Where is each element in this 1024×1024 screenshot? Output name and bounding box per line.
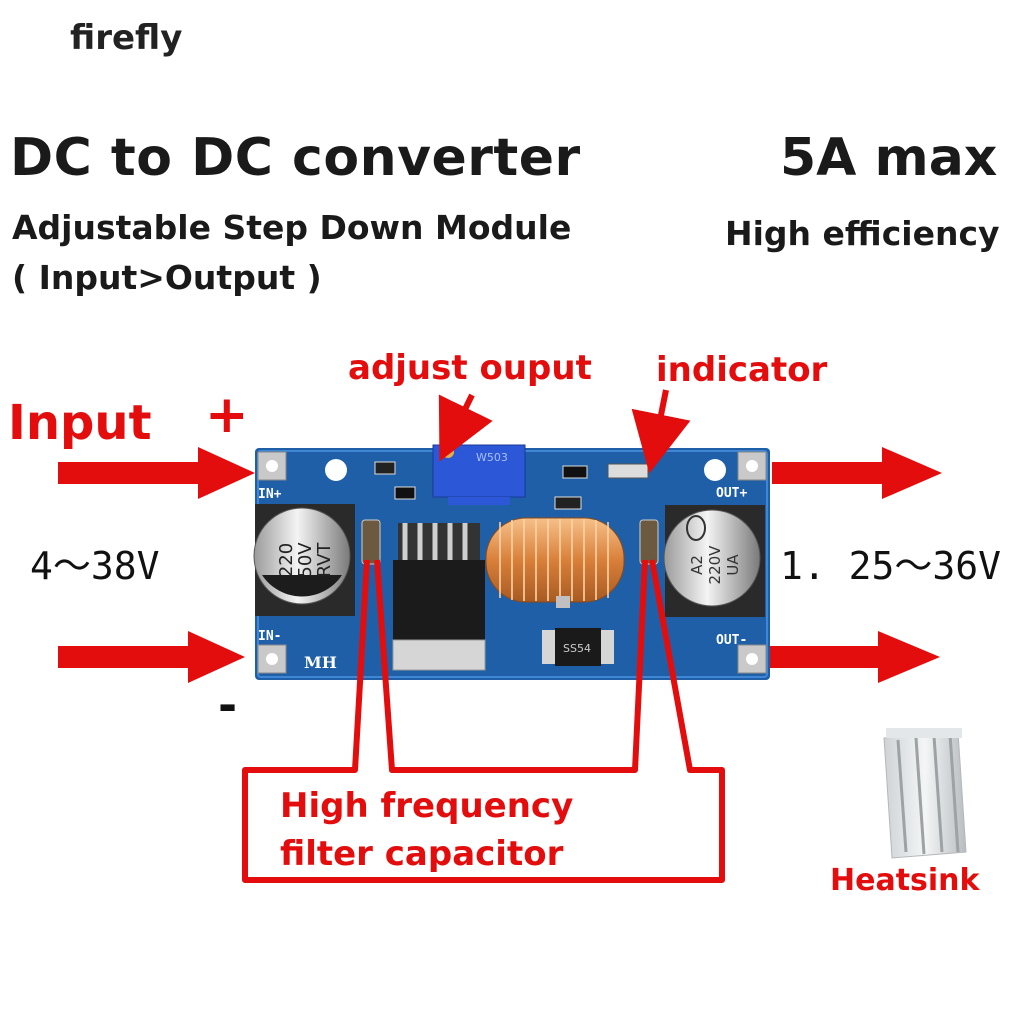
adjust-output-label: adjust ouput	[348, 348, 592, 388]
plus-sign: +	[205, 385, 249, 445]
cap-right-series: UA	[724, 554, 742, 576]
indicator-label: indicator	[656, 350, 828, 390]
cap-right-code: A2	[688, 555, 706, 575]
subtitle-module: Adjustable Step Down Module	[12, 208, 572, 247]
pot-code: W503	[476, 451, 508, 464]
input-voltage-range: 4～38V	[30, 544, 160, 588]
filter-cap-right	[639, 519, 659, 565]
minus-sign: -	[218, 678, 238, 732]
in-minus-label: IN-	[258, 629, 281, 644]
input-plus-arrow	[58, 447, 255, 499]
adjust-potentiometer: W503	[432, 444, 526, 505]
output-minus-arrow	[768, 631, 940, 683]
filter-cap-label-line1: High frequency	[280, 786, 574, 826]
cap-left-series: RVT	[314, 542, 335, 578]
cap-left-value: 220	[276, 543, 297, 577]
filter-cap-left	[361, 519, 381, 565]
brand-logo: firefly	[70, 18, 183, 58]
input-capacitor: 220 50V RVT	[253, 504, 355, 616]
schottky-diode: SS54	[542, 628, 614, 666]
cap-left-voltage: 50V	[295, 542, 316, 578]
diode-code: SS54	[563, 642, 591, 655]
filter-cap-label-line2: filter capacitor	[280, 834, 564, 874]
indicator-pointer-arrow	[631, 389, 691, 474]
out-plus-label: OUT+	[716, 486, 747, 501]
indicator-led	[607, 463, 649, 479]
output-plus-arrow	[772, 447, 942, 499]
toroidal-inductor	[485, 517, 625, 608]
maker-mark: MH	[304, 653, 337, 672]
efficiency-label: High efficiency	[725, 214, 1000, 253]
input-minus-arrow	[58, 631, 245, 683]
regulator-ic	[392, 523, 486, 671]
output-capacitor: A2 220V UA	[663, 505, 765, 617]
heatsink-image	[883, 728, 967, 859]
cap-right-voltage: 220V	[706, 545, 724, 585]
subtitle-io: ( Input>Output )	[12, 258, 322, 297]
max-current: 5A max	[780, 128, 998, 188]
adjust-pointer-arrow	[438, 393, 493, 462]
page-title: DC to DC converter	[10, 128, 581, 188]
in-plus-label: IN+	[258, 487, 282, 502]
output-voltage-range: 1. 25～36V	[780, 544, 1002, 588]
filter-capacitor-callout	[242, 559, 725, 883]
input-label: Input	[8, 395, 152, 451]
heatsink-label: Heatsink	[830, 863, 980, 898]
out-minus-label: OUT-	[716, 633, 747, 648]
pcb-board: IN+ IN- OUT+ OUT- MH 220 50V RVT A2 220V…	[253, 444, 770, 680]
